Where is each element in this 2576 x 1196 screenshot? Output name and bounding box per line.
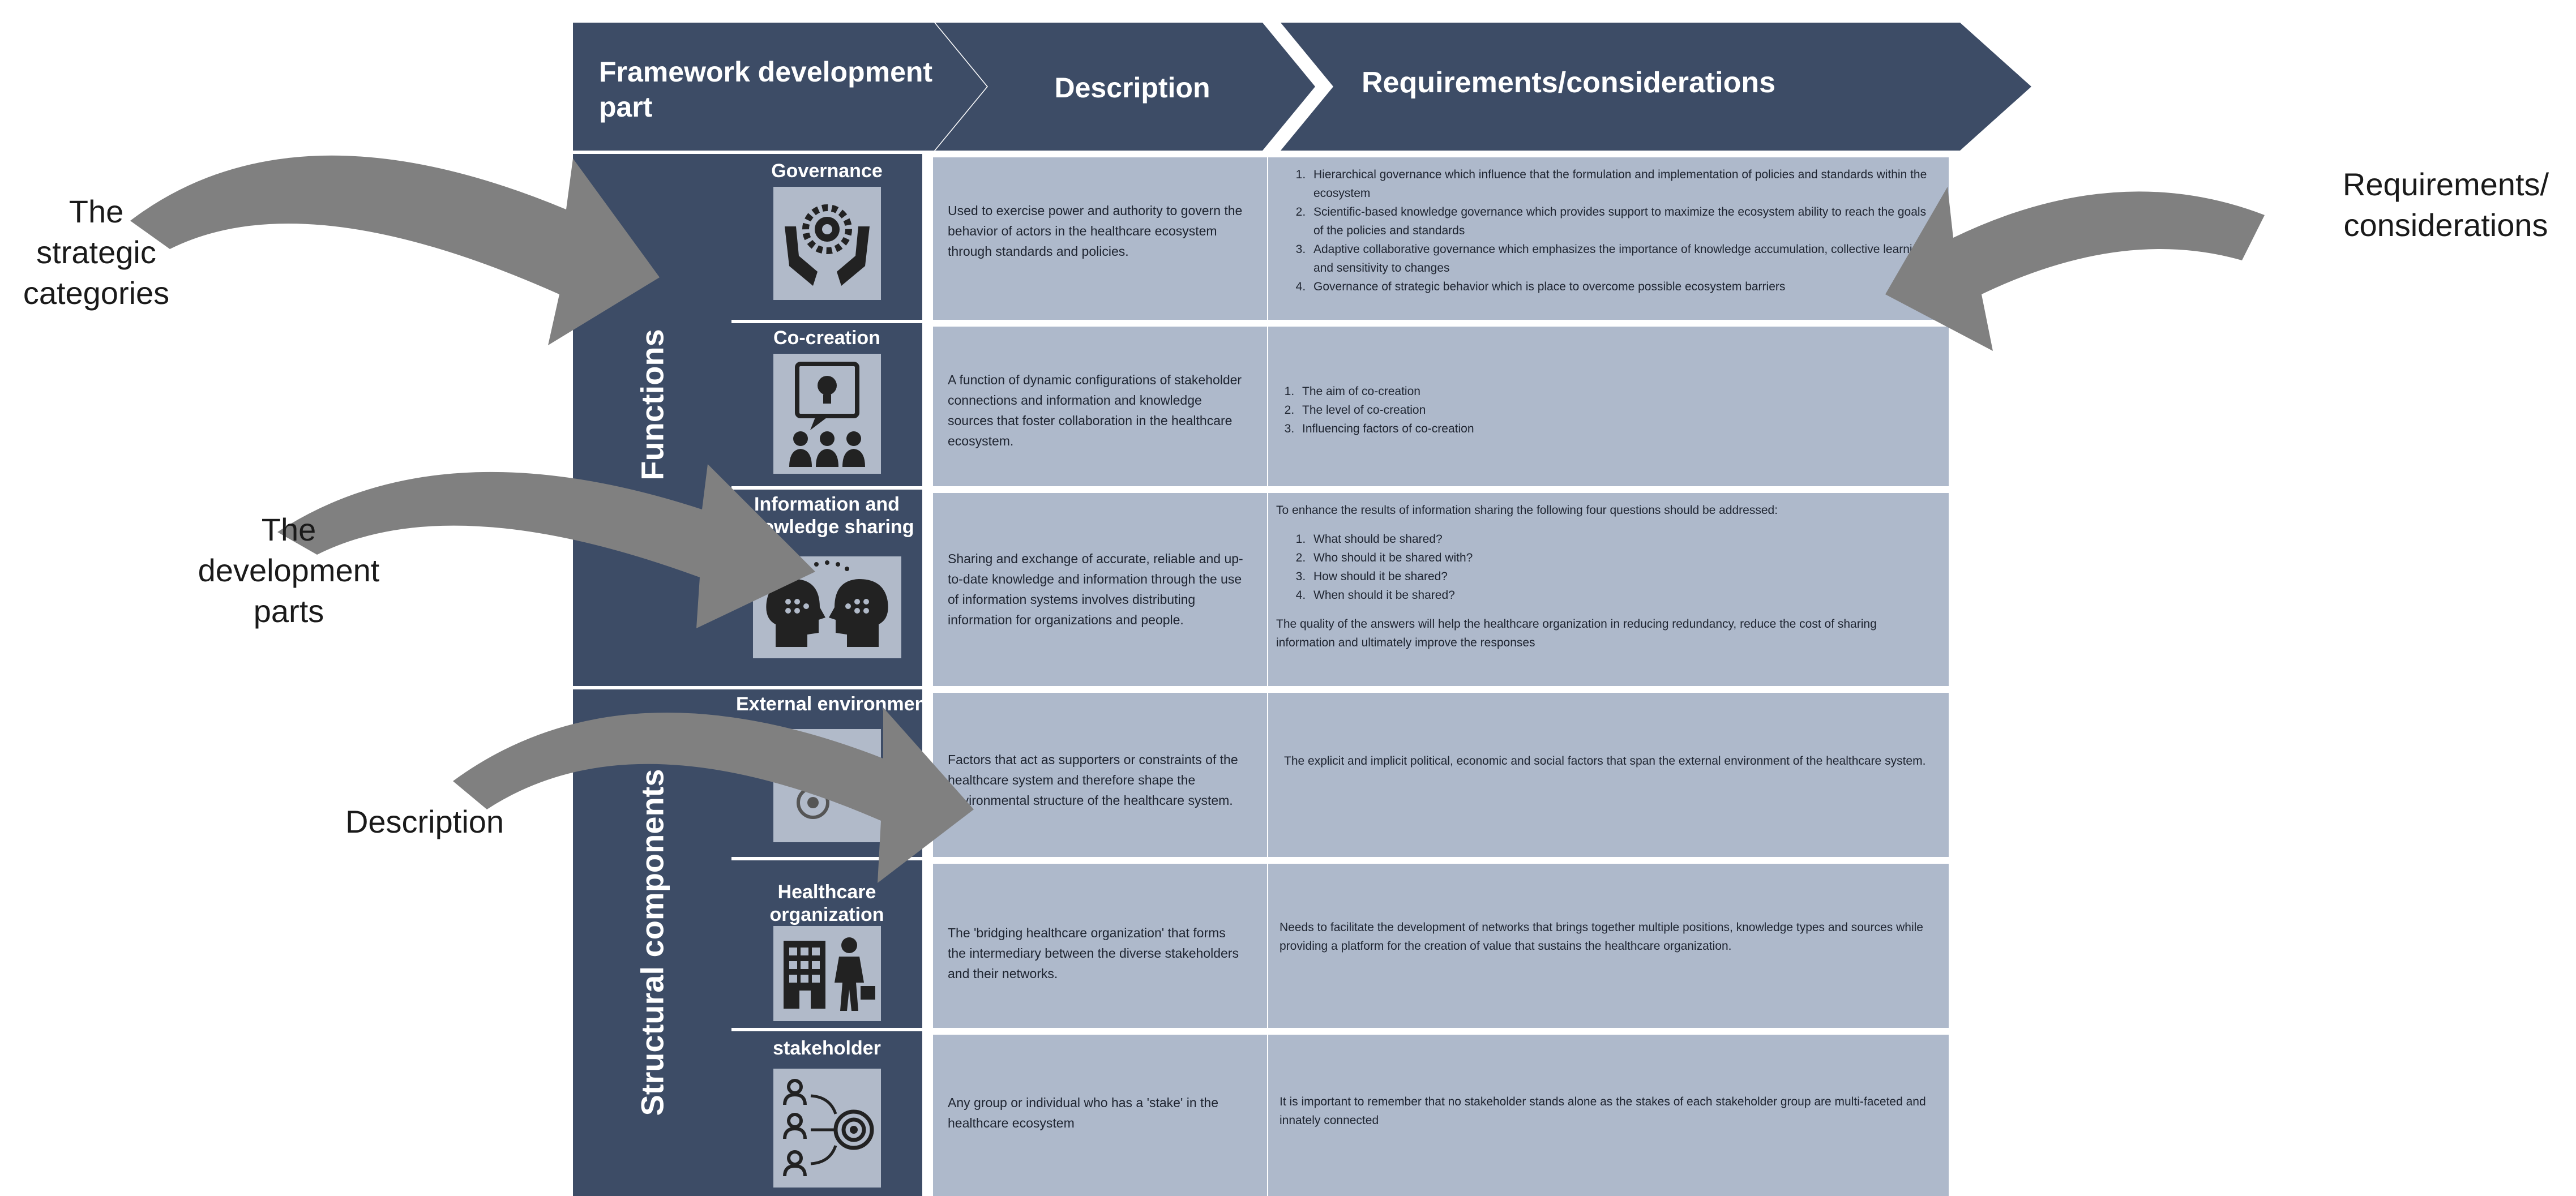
annotation-development-parts: The development parts	[198, 512, 380, 629]
part-title-governance: Governance	[771, 160, 883, 182]
requirement-item: The level of co-creation	[1298, 401, 1937, 419]
part-cell-governance: Governance	[731, 154, 922, 320]
description-cell-knowledge-sharing: Sharing and exchange of accurate, reliab…	[933, 493, 1267, 686]
header-requirements: Requirements/considerations	[1362, 66, 1776, 99]
part-title-external-environment: External environment	[736, 693, 922, 715]
external-environment-icon	[773, 729, 881, 842]
requirement-item: Adaptive collaborative governance which …	[1309, 240, 1937, 277]
part-cell-co-creation: Co-creation	[731, 323, 922, 486]
requirement-item: When should it be shared?	[1309, 586, 1937, 605]
requirements-cell-stakeholder: It is important to remember that no stak…	[1268, 1035, 1949, 1196]
part-cell-healthcare-organization: Healthcare organization	[731, 860, 922, 1028]
description-text: Sharing and exchange of accurate, reliab…	[948, 551, 1243, 627]
description-text: Factors that act as supporters or constr…	[948, 752, 1238, 808]
requirements-cell-knowledge-sharing: To enhance the results of information sh…	[1268, 493, 1949, 686]
requirement-item: Influencing factors of co-creation	[1298, 419, 1937, 438]
description-text: Any group or individual who has a 'stake…	[948, 1095, 1219, 1130]
category-label-structural: Structural components	[634, 769, 670, 1116]
requirements-text: To enhance the results of information sh…	[1276, 501, 1937, 652]
requirements-outro: The quality of the answers will help the…	[1276, 618, 1877, 649]
annotation-requirements: Requirements/ considerations	[2342, 166, 2549, 243]
requirement-item: What should be shared?	[1309, 530, 1937, 548]
part-cell-stakeholder: stakeholder	[731, 1031, 922, 1196]
part-title-stakeholder: stakeholder	[773, 1038, 881, 1059]
header-description: Description	[1054, 72, 1210, 104]
description-text: The 'bridging healthcare organization' t…	[948, 925, 1239, 981]
requirements-cell-external-environment: The explicit and implicit political, eco…	[1268, 693, 1949, 857]
part-cell-knowledge-sharing: Information and knowledge sharing	[731, 490, 922, 686]
description-cell-governance: Used to exercise power and authority to …	[933, 157, 1267, 320]
requirement-item: Scientific-based knowledge governance wh…	[1309, 203, 1937, 240]
requirement-item: The aim of co-creation	[1298, 382, 1937, 401]
knowledge-sharing-heads-icon	[753, 556, 901, 658]
requirements-text: The explicit and implicit political, eco…	[1284, 755, 1926, 768]
stakeholder-target-icon	[773, 1069, 881, 1188]
requirements-text: It is important to remember that no stak…	[1280, 1095, 1926, 1127]
description-cell-stakeholder: Any group or individual who has a 'stake…	[933, 1035, 1267, 1196]
requirement-item: Who should it be shared with?	[1309, 548, 1937, 567]
healthcare-organization-building-person-icon	[773, 926, 881, 1021]
requirements-cell-governance: Hierarchical governance which influence …	[1268, 157, 1949, 320]
requirements-cell-co-creation: The aim of co-creation The level of co-c…	[1268, 327, 1949, 486]
description-cell-co-creation: A function of dynamic configurations of …	[933, 327, 1267, 486]
requirements-text: Hierarchical governance which influence …	[1276, 165, 1937, 296]
description-text: A function of dynamic configurations of …	[948, 372, 1242, 448]
description-text: Used to exercise power and authority to …	[948, 203, 1243, 259]
part-title-knowledge-sharing: Information and knowledge sharing	[739, 494, 914, 538]
annotation-description: Description	[345, 804, 504, 839]
requirement-item: Hierarchical governance which influence …	[1309, 165, 1937, 203]
requirements-intro: To enhance the results of information sh…	[1276, 504, 1778, 517]
requirement-item: Governance of strategic behavior which i…	[1309, 277, 1937, 296]
part-title-co-creation: Co-creation	[773, 327, 880, 349]
requirement-item: How should it be shared?	[1309, 567, 1937, 586]
part-cell-external-environment: External environment	[731, 689, 922, 857]
requirements-text: The aim of co-creation The level of co-c…	[1268, 382, 1937, 438]
annotation-strategic-categories: The strategic categories	[23, 194, 170, 311]
header-framework-part: Framework development part	[599, 56, 933, 123]
part-title-healthcare-organization: Healthcare organization	[769, 881, 884, 925]
description-cell-external-environment: Factors that act as supporters or constr…	[933, 693, 1267, 857]
description-cell-healthcare-organization: The 'bridging healthcare organization' t…	[933, 864, 1267, 1028]
governance-hands-gear-icon	[773, 187, 881, 300]
requirements-text: Needs to facilitate the development of n…	[1280, 921, 1923, 953]
category-label-functions: Functions	[634, 329, 670, 481]
requirements-cell-healthcare-organization: Needs to facilitate the development of n…	[1268, 864, 1949, 1028]
co-creation-people-lightbulb-icon	[773, 354, 881, 474]
